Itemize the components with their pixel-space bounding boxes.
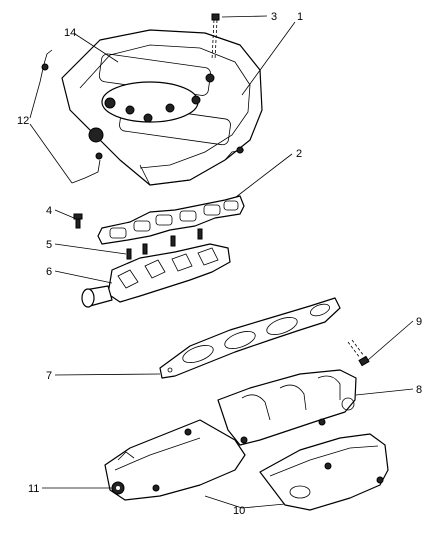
callout-7: 7: [46, 370, 52, 382]
leader-lines: [29, 15, 414, 509]
studs-part-5: [126, 228, 203, 260]
exhaust-manifold-gasket: [159, 297, 341, 379]
callout-2: 2: [296, 148, 302, 160]
callout-9: 9: [416, 316, 422, 328]
callout-10: 10: [233, 505, 245, 517]
upper-intake-manifold: [61, 29, 263, 186]
bolt-part-3: [211, 13, 220, 61]
callout-labels: 3 1 14 12 2 4 5 6 7 9 8 10 11: [17, 11, 422, 517]
upper-intake-gasket: [97, 195, 245, 245]
callout-5: 5: [46, 239, 52, 251]
callout-12: 12: [17, 115, 29, 127]
bolt-part-4: [73, 213, 83, 229]
stud-part-9: [347, 339, 370, 367]
callout-1: 1: [297, 11, 303, 23]
nut-part-11: [111, 481, 125, 495]
callout-8: 8: [416, 384, 422, 396]
heat-shield-front: [104, 419, 246, 501]
exhaust-manifold: [217, 369, 357, 446]
callout-6: 6: [46, 266, 52, 278]
heat-shield-rear: [259, 433, 389, 511]
vacuum-line-assembly: [39, 49, 103, 184]
callout-4: 4: [46, 205, 52, 217]
callout-11: 11: [28, 483, 39, 495]
lower-intake-manifold: [81, 243, 231, 308]
callout-14: 14: [64, 27, 76, 39]
callout-3: 3: [271, 11, 277, 23]
